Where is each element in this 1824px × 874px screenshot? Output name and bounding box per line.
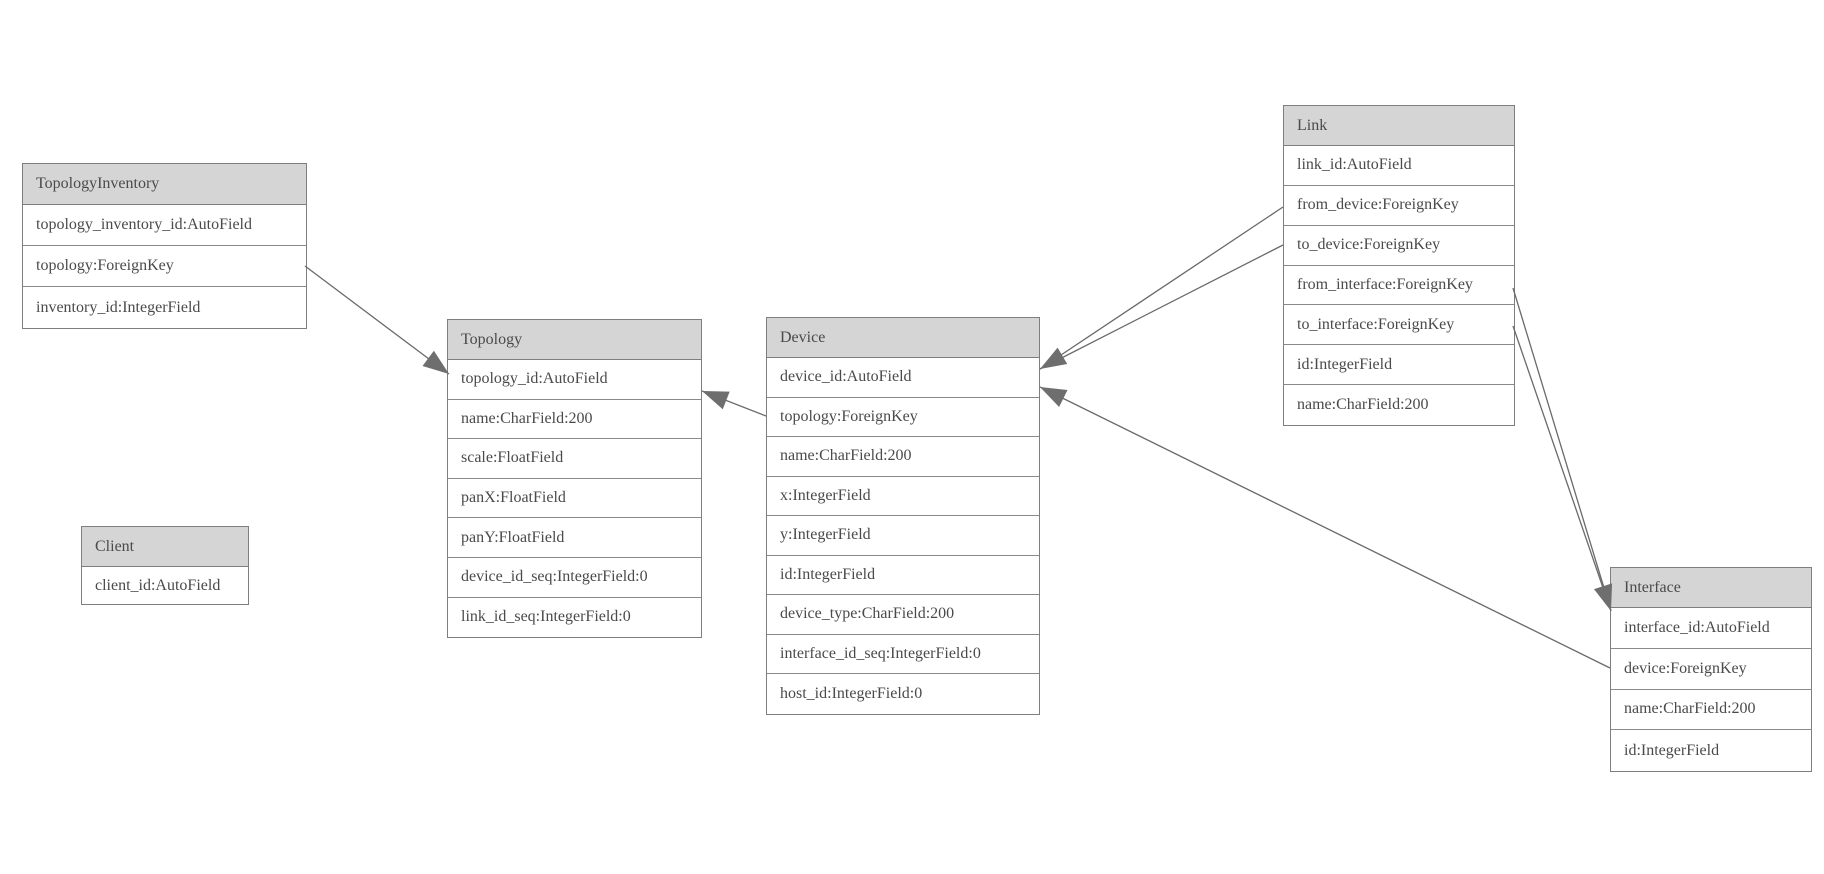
entity-rows: topology_id:AutoField name:CharField:200 s… — [448, 360, 701, 638]
field-row: name:CharField:200 — [767, 437, 1039, 477]
field-label: topology_inventory_id:AutoField — [36, 216, 252, 233]
field-row: panX:FloatField — [448, 478, 701, 519]
field-label: name:CharField:200 — [461, 409, 593, 427]
entity-title: Client — [95, 537, 135, 555]
field-row: device_id_seq:IntegerField:0 — [448, 557, 701, 598]
field-row: from_device:ForeignKey — [1284, 185, 1514, 226]
field-row: id:IntegerField — [1284, 345, 1514, 386]
field-row: device_type:CharField:200 — [767, 595, 1039, 635]
field-label: inventory_id:IntegerField — [36, 298, 201, 316]
entity-header: TopologyInventory — [23, 164, 306, 205]
field-label: device:ForeignKey — [1624, 659, 1747, 677]
field-row: device:ForeignKey — [1611, 648, 1811, 690]
entity-title: Interface — [1624, 578, 1681, 596]
entity-interface: Interface interface_id:AutoField device:F… — [1610, 567, 1812, 772]
field-row: client_id:AutoField — [82, 567, 248, 604]
entity-rows: device_id:AutoField topology:ForeignKey na… — [767, 358, 1039, 714]
entity-rows: topology_inventory_id:AutoField topology:… — [23, 205, 306, 328]
field-label: device_type:CharField:200 — [780, 605, 955, 623]
entity-title: Device — [780, 328, 826, 346]
field-label: interface_id_seq:IntegerField:0 — [780, 644, 981, 662]
field-label: scale:FloatField — [461, 449, 564, 467]
field-row: link_id:AutoField — [1284, 146, 1514, 186]
relation-arrowhead — [422, 350, 449, 374]
entity-title: Topology — [461, 330, 523, 348]
field-label: id:IntegerField — [1624, 741, 1720, 759]
relation-line — [1039, 386, 1611, 669]
field-row: y:IntegerField — [767, 516, 1039, 556]
entity-topology-inventory: TopologyInventory topology_inventory_id:… — [22, 163, 307, 329]
field-label: client_id:AutoField — [95, 576, 221, 594]
relation-line — [1039, 244, 1284, 370]
field-row: scale:FloatField — [448, 439, 701, 479]
entity-header: Device — [767, 318, 1039, 358]
field-label: device_id_seq:IntegerField:0 — [461, 568, 648, 586]
entity-header: Interface — [1611, 568, 1811, 608]
field-label: from_device:ForeignKey — [1297, 196, 1459, 214]
field-row: name:CharField:200 — [448, 399, 701, 440]
relation-arrowhead — [1040, 347, 1068, 369]
field-label: panX:FloatField — [461, 489, 566, 507]
field-label: to_device:ForeignKey — [1297, 236, 1441, 254]
field-row: link_id_seq:IntegerField:0 — [448, 597, 701, 638]
field-row: x:IntegerField — [767, 476, 1039, 516]
field-label: panY:FloatField — [461, 528, 565, 546]
field-row: id:IntegerField — [1611, 730, 1811, 771]
entity-rows: client_id:AutoField — [82, 567, 248, 604]
field-label: topology_id:AutoField — [461, 370, 608, 388]
field-label: id:IntegerField — [1297, 355, 1393, 373]
entity-topology: Topology topology_id:AutoField name:CharF… — [447, 319, 702, 639]
entity-client: Client client_id:AutoField — [81, 526, 249, 605]
field-label: topology:ForeignKey — [36, 257, 174, 274]
field-label: link_id_seq:IntegerField:0 — [461, 608, 631, 626]
entity-device: Device device_id:AutoField topology:Forei… — [766, 317, 1040, 715]
field-row: name:CharField:200 — [1611, 689, 1811, 731]
field-row: interface_id:AutoField — [1611, 608, 1811, 649]
field-label: name:CharField:200 — [1297, 395, 1429, 413]
field-row: to_interface:ForeignKey — [1284, 305, 1514, 346]
field-row: topology:ForeignKey — [767, 397, 1039, 437]
field-row: from_interface:ForeignKey — [1284, 265, 1514, 306]
relation-line — [1039, 206, 1284, 370]
field-row: topology_inventory_id:AutoField — [23, 205, 306, 246]
field-row: id:IntegerField — [767, 555, 1039, 595]
field-label: device_id:AutoField — [780, 368, 912, 386]
field-label: y:IntegerField — [780, 526, 871, 544]
field-row: topology:ForeignKey — [23, 246, 306, 287]
entity-header: Client — [82, 527, 248, 567]
field-row: inventory_id:IntegerField — [23, 287, 306, 328]
field-row: topology_id:AutoField — [448, 360, 701, 400]
field-row: device_id:AutoField — [767, 358, 1039, 398]
relation-line — [1512, 287, 1612, 612]
field-row: interface_id_seq:IntegerField:0 — [767, 634, 1039, 674]
relation-arrowhead — [1040, 387, 1068, 408]
field-label: id:IntegerField — [780, 565, 876, 583]
relation-line — [1512, 325, 1612, 612]
field-row: to_device:ForeignKey — [1284, 225, 1514, 266]
field-label: name:CharField:200 — [780, 447, 912, 465]
relation-line — [304, 265, 450, 375]
field-label: to_interface:ForeignKey — [1297, 315, 1455, 333]
field-row: host_id:IntegerField:0 — [767, 674, 1039, 714]
field-label: link_id:AutoField — [1297, 156, 1412, 174]
field-label: name:CharField:200 — [1624, 700, 1756, 718]
field-row: name:CharField:200 — [1284, 385, 1514, 425]
relation-arrowhead — [702, 391, 730, 410]
entity-rows: interface_id:AutoField device:ForeignKey n… — [1611, 608, 1811, 771]
entity-header: Link — [1284, 106, 1514, 146]
field-label: x:IntegerField — [780, 486, 871, 504]
entity-link: Link link_id:AutoField from_device:Foreig… — [1283, 105, 1515, 426]
field-label: interface_id:AutoField — [1624, 618, 1770, 636]
relation-line — [701, 390, 767, 417]
entity-title: TopologyInventory — [36, 175, 160, 192]
field-label: from_interface:ForeignKey — [1297, 275, 1473, 293]
entity-title: Link — [1297, 116, 1328, 134]
field-row: panY:FloatField — [448, 518, 701, 558]
entity-header: Topology — [448, 320, 701, 360]
field-label: host_id:IntegerField:0 — [780, 684, 923, 702]
field-label: topology:ForeignKey — [780, 407, 918, 425]
